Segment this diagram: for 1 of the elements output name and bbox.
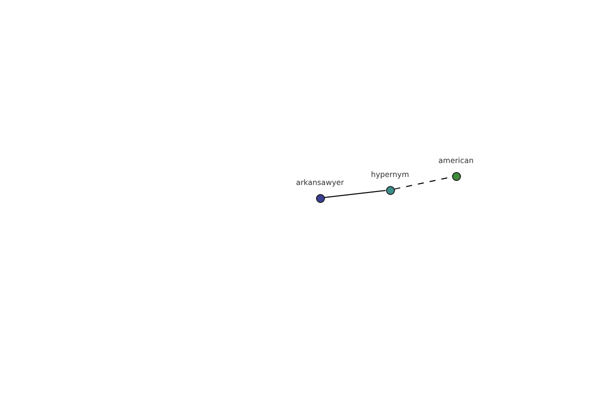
connector-line (324, 190, 386, 198)
